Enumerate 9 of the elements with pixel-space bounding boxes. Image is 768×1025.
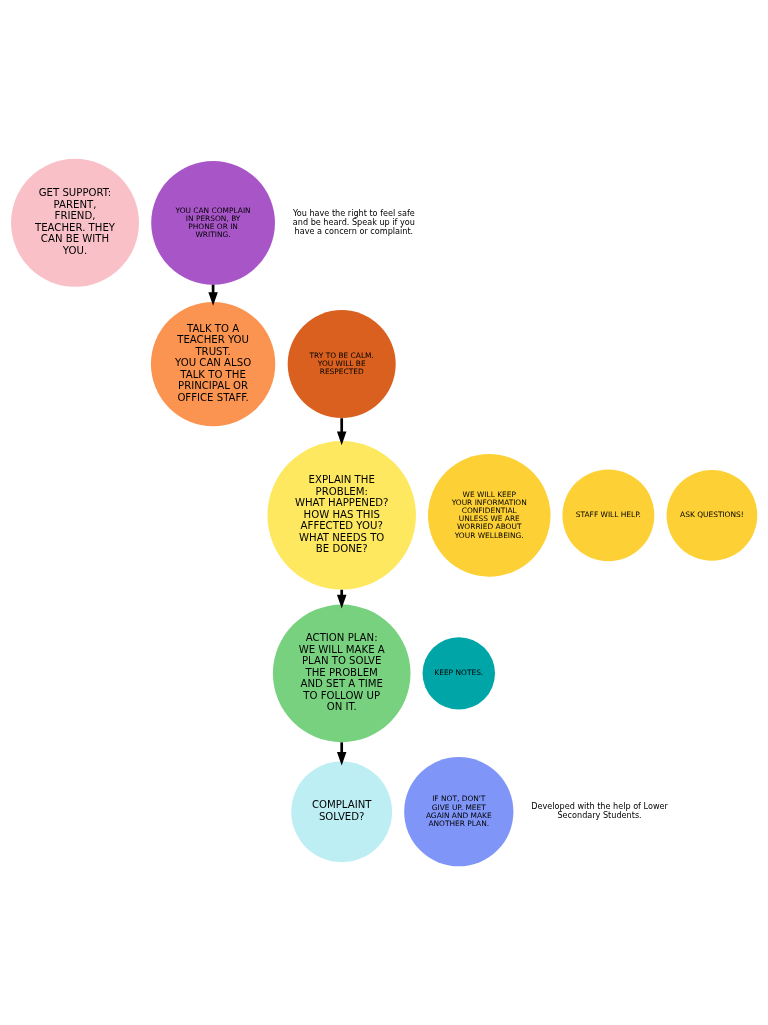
arrow bbox=[336, 742, 347, 766]
arrow bbox=[336, 418, 347, 446]
label: Developed with the help of Lower Secondary Students. bbox=[531, 801, 668, 821]
label: You have the right to feel safe and be heard. Speak up if you have a concern or complaint. bbox=[292, 208, 415, 236]
node-circle: TALK TO A TEACHER YOU TRUST. YOU CAN ALSO TALK TO THE PRINCIPAL OR OFFICE STAFF. bbox=[150, 301, 276, 427]
node-circle: GET SUPPORT: PARENT, FRIEND, TEACHER. THEY CAN BE WITH YOU. bbox=[11, 158, 139, 287]
node-circle: ACTION PLAN: WE WILL MAKE A PLAN TO SOLVE THE PROBLEM AND SET A TIME TO FOLLOW UP ON IT. bbox=[272, 604, 411, 743]
node-circle: EXPLAIN THE PROBLEM: WHAT HAPPENED? HOW HAS THIS AFFECTED YOU? WHAT NEEDS TO BE DONE? bbox=[267, 441, 416, 590]
node-circle: COMPLAINT SOLVED? bbox=[291, 761, 393, 863]
